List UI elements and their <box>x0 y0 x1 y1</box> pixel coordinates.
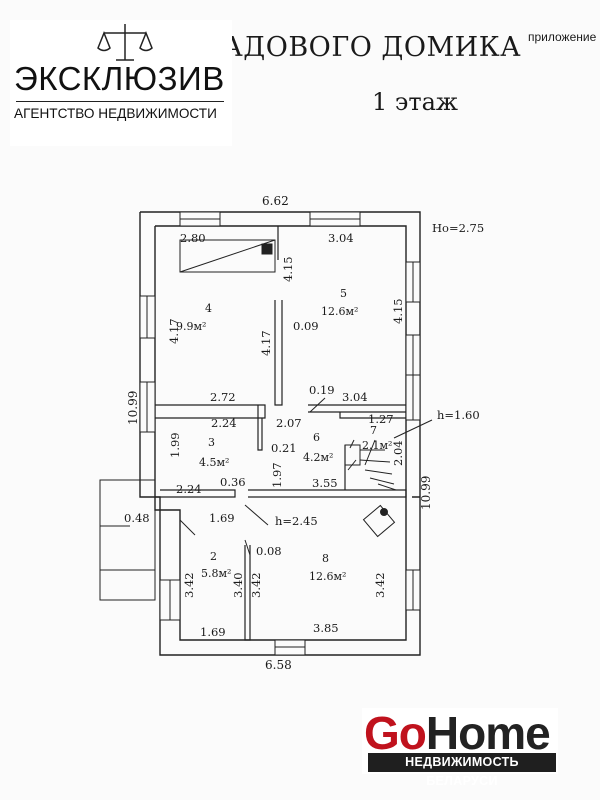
dim-r6-right: 1.97 <box>270 462 284 488</box>
dim-top: 6.62 <box>262 194 289 208</box>
room-4-area: 9.9м² <box>176 320 206 333</box>
dim-r5-right: 4.15 <box>391 298 405 324</box>
room-3-area: 4.5м² <box>199 456 229 469</box>
dim-r2-left: 3.42 <box>182 572 196 598</box>
room-7-area: 2.1м² <box>362 439 392 452</box>
room-8-number: 8 <box>322 552 329 565</box>
agency-tagline: АГЕНТСТВО НЕДВИЖИМОСТИ <box>14 106 217 121</box>
dim-r4-left: 4.17 <box>167 318 181 344</box>
floor-label: 1 этаж <box>372 88 459 116</box>
dim-r4-closet: 4.15 <box>281 256 295 282</box>
dim-wall-036: 0.36 <box>220 475 246 489</box>
interior-walls <box>155 226 407 641</box>
dim-porch: 0.48 <box>124 511 150 525</box>
closet <box>179 239 276 273</box>
dim-r8-bottom: 3.85 <box>313 621 339 635</box>
room-4-number: 4 <box>205 302 212 315</box>
gohome-go: Go <box>364 707 427 759</box>
room-3-number: 3 <box>208 436 215 449</box>
dim-r4-top: 2.80 <box>180 231 206 245</box>
step-height: h=2.45 <box>275 514 318 528</box>
porch <box>99 479 156 601</box>
dim-right: 10.99 <box>419 476 433 510</box>
dim-r7-right: 2.04 <box>391 440 405 466</box>
gohome-wordmark: GoHome <box>364 706 551 760</box>
dim-wall-019: 0.19 <box>309 383 335 397</box>
dim-r6-top: 2.07 <box>276 416 302 430</box>
dim-r2-bottom: 1.69 <box>200 625 226 639</box>
dim-r4-bottom: 2.72 <box>210 390 236 404</box>
dim-bottom: 6.58 <box>265 658 292 672</box>
agency-name: ЭКСКЛЮЗИВ <box>14 60 225 97</box>
dim-r8-left: 3.42 <box>249 572 263 598</box>
dim-r3-top: 2.24 <box>211 416 237 430</box>
room-2-number: 2 <box>210 550 217 563</box>
stove-icon <box>362 504 396 538</box>
gohome-home: Home <box>425 707 551 759</box>
room-2-area: 5.8м² <box>201 567 231 580</box>
stair-height: h=1.60 <box>437 408 480 422</box>
dim-r3-left: 1.99 <box>168 432 182 458</box>
room-5-number: 5 <box>340 287 347 300</box>
agency-divider <box>16 101 224 102</box>
appendix-label: приложение <box>528 30 597 44</box>
dim-r3-bottom: 2.24 <box>176 482 202 496</box>
door-swings <box>179 397 326 556</box>
dim-r2-right: 3.40 <box>231 572 245 598</box>
dim-r5-bottom: 3.04 <box>342 390 368 404</box>
dim-r5-top: 3.04 <box>328 231 354 245</box>
dim-left: 10.99 <box>126 391 140 425</box>
gohome-tagline: НЕДВИЖИМОСТЬ БЕЛАРУСИ <box>368 753 556 788</box>
windows <box>139 211 421 656</box>
agency-logo <box>10 20 232 146</box>
dim-wall-021: 0.21 <box>271 441 297 455</box>
room-6-area: 4.2м² <box>303 451 333 464</box>
dim-r7-top: 1.27 <box>368 412 394 426</box>
dim-r6-bottom: 3.55 <box>312 476 338 490</box>
room-8-area: 12.6м² <box>309 570 346 583</box>
dim-r4-right: 4.17 <box>259 330 273 356</box>
room-5-area: 12.6м² <box>321 305 358 318</box>
room-7-number: 7 <box>370 424 377 437</box>
stairs <box>344 439 397 491</box>
dim-r8-right: 3.42 <box>373 572 387 598</box>
dim-r2-top: 1.69 <box>209 511 235 525</box>
dim-wall-008: 0.08 <box>256 544 282 558</box>
ceiling-height: Ho=2.75 <box>432 221 484 235</box>
dim-wall-009: 0.09 <box>293 319 319 333</box>
room-6-number: 6 <box>313 431 320 444</box>
